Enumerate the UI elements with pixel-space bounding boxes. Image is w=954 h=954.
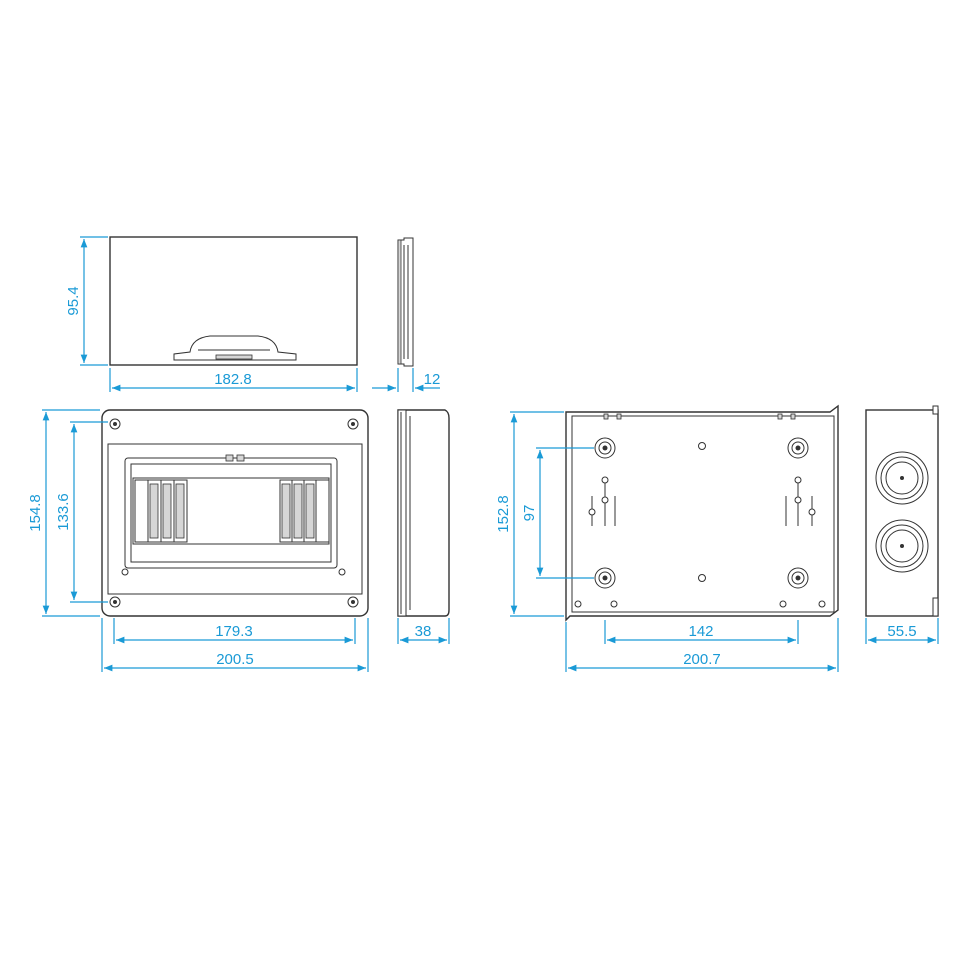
dim-front-height-inner: 133.6 [55, 493, 72, 531]
end-view [865, 405, 939, 617]
dim-back-hole-horizontal: 142 [688, 623, 713, 640]
dim-back-width: 200.7 [683, 651, 721, 668]
dim-front-height-outer: 154.8 [27, 494, 44, 532]
dim-front-width-outer: 200.5 [216, 651, 254, 668]
dim-lid-width: 182.8 [214, 371, 252, 388]
cable-knockout-icon [875, 451, 929, 505]
dim-end-depth: 55.5 [887, 623, 916, 640]
dim-front-width-inner: 179.3 [215, 623, 253, 640]
back-view [565, 404, 839, 622]
dimension-lines [42, 236, 939, 672]
mounting-hole-icon [787, 437, 809, 459]
mounting-hole-icon [787, 567, 809, 589]
front-view [101, 409, 369, 617]
dim-back-hole-vertical: 97 [521, 505, 538, 522]
dim-back-height: 152.8 [495, 495, 512, 533]
mounting-hole-icon [594, 567, 616, 589]
dim-lid-height: 95.4 [65, 286, 82, 315]
dim-lid-thickness: 12 [424, 371, 441, 388]
dimension-labels: 95.4 182.8 12 154.8 133.6 179.3 200.5 38… [27, 286, 917, 668]
cable-knockout-icon [875, 519, 929, 573]
dim-side-depth: 38 [415, 623, 432, 640]
mounting-hole-icon [594, 437, 616, 459]
lid-side-view [397, 237, 414, 367]
lid-front-view [109, 236, 358, 366]
box-side-view [397, 409, 450, 617]
